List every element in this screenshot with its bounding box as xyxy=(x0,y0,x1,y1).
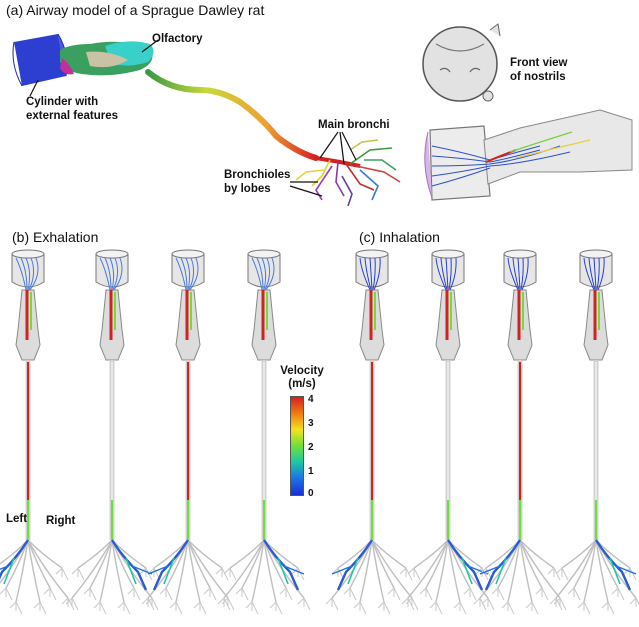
panel-c-title: (c) Inhalation xyxy=(359,229,440,245)
label-bronchioles-line1: Bronchioles xyxy=(224,169,291,181)
label-right: Right xyxy=(46,515,76,527)
airway-model-3 xyxy=(141,249,235,615)
label-cylinder-line2: external features xyxy=(26,110,119,122)
airway-model-6 xyxy=(401,249,495,615)
colorbar-tick-0: 0 xyxy=(308,488,314,499)
nostril-side-view-shape xyxy=(424,109,633,201)
colorbar xyxy=(290,396,304,496)
colorbar-tick-4: 4 xyxy=(308,394,314,405)
label-front-view-line1: Front view xyxy=(510,57,568,69)
colorbar-tick-3: 3 xyxy=(308,418,314,429)
airway-model-1 xyxy=(0,249,75,615)
label-left: Left xyxy=(6,513,28,525)
airway-model-8 xyxy=(549,249,639,615)
airway-model-4 xyxy=(217,249,311,615)
label-main-bronchi: Main bronchi xyxy=(318,119,390,131)
colorbar-title-line1: Velocity xyxy=(280,365,324,377)
nasal-cavity-shape xyxy=(60,41,154,76)
label-cylinder-line1: Cylinder with xyxy=(26,96,99,108)
label-bronchioles-line2: by lobes xyxy=(224,183,271,195)
colorbar-title-line2: (m/s) xyxy=(288,378,316,390)
airway-model-5 xyxy=(325,249,419,615)
panel-b-title: (b) Exhalation xyxy=(12,229,99,245)
bronchial-tree-shape xyxy=(295,139,401,207)
callout-lines xyxy=(29,39,357,197)
trachea-shape xyxy=(145,69,319,161)
airway-model-7 xyxy=(473,249,567,615)
label-front-view-line2: of nostrils xyxy=(510,71,566,83)
colorbar-tick-1: 1 xyxy=(308,466,314,477)
panel-a-title: (a) Airway model of a Sprague Dawley rat xyxy=(6,2,265,18)
label-olfactory: Olfactory xyxy=(152,33,203,45)
colorbar-tick-2: 2 xyxy=(308,442,314,453)
nostril-front-view-shape xyxy=(422,23,501,102)
airway-model-2 xyxy=(65,249,159,615)
